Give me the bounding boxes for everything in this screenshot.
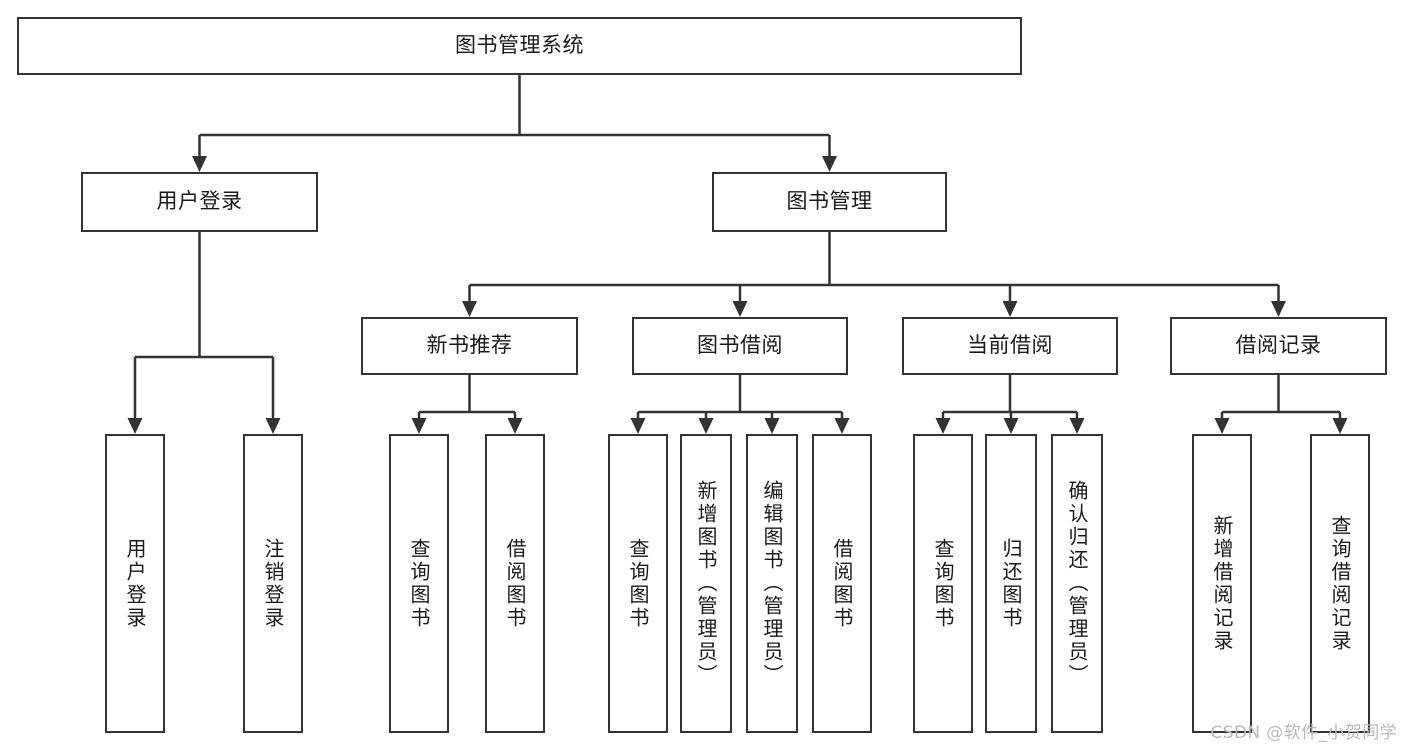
- arrowhead: [698, 418, 714, 434]
- arrowhead: [764, 418, 780, 434]
- node-label: 确认归还（管理员）: [1065, 480, 1089, 687]
- node-leaf-return-book[interactable]: 归还图书: [985, 434, 1037, 733]
- node-leaf-add-record[interactable]: 新增借阅记录: [1192, 434, 1252, 733]
- node-label: 查询借阅记录: [1328, 514, 1352, 653]
- node-borrow-record[interactable]: 借阅记录: [1170, 317, 1387, 375]
- arrowhead: [192, 156, 207, 172]
- node-leaf-query-record[interactable]: 查询借阅记录: [1310, 434, 1370, 733]
- connector-group-book-manage: [462, 232, 1286, 317]
- node-label: 查询图书: [931, 537, 955, 630]
- node-leaf-borrow-book-2[interactable]: 借阅图书: [812, 434, 872, 733]
- node-leaf-borrow-book-1[interactable]: 借阅图书: [485, 434, 545, 733]
- node-label: 查询图书: [626, 537, 650, 630]
- node-label: 当前借阅: [967, 333, 1053, 358]
- node-leaf-logout[interactable]: 注销登录: [243, 434, 303, 733]
- node-label: 编辑图书（管理员）: [760, 480, 784, 687]
- connector-group-new-book-rec: [411, 375, 523, 434]
- arrowhead: [507, 418, 523, 434]
- arrowhead: [834, 418, 850, 434]
- arrowhead: [732, 301, 748, 317]
- node-label: 图书管理系统: [455, 33, 584, 58]
- node-book-borrow[interactable]: 图书借阅: [632, 317, 848, 375]
- node-user-login[interactable]: 用户登录: [81, 172, 318, 232]
- connector-group-borrow-record: [1214, 375, 1348, 434]
- node-label: 借阅记录: [1235, 333, 1322, 358]
- node-label: 查询图书: [407, 537, 431, 630]
- node-label: 借阅图书: [503, 537, 527, 630]
- node-label: 新增借阅记录: [1210, 514, 1234, 653]
- arrowhead: [1332, 418, 1348, 434]
- node-label: 注销登录: [261, 537, 285, 630]
- node-label: 图书借阅: [697, 333, 783, 358]
- arrowhead: [935, 418, 951, 434]
- arrowhead: [1002, 301, 1018, 317]
- arrowhead: [1214, 418, 1230, 434]
- arrowhead: [630, 418, 646, 434]
- node-current-borrow[interactable]: 当前借阅: [902, 317, 1118, 375]
- watermark: CSDN @软件_小贺同学: [1210, 723, 1397, 743]
- connector-group-root: [192, 75, 837, 172]
- node-label: 用户登录: [156, 189, 243, 214]
- node-leaf-add-book[interactable]: 新增图书（管理员）: [680, 434, 732, 733]
- node-leaf-user-login[interactable]: 用户登录: [105, 434, 165, 733]
- arrowhead: [127, 418, 143, 434]
- node-label: 新增图书（管理员）: [694, 480, 718, 687]
- node-leaf-confirm-return[interactable]: 确认归还（管理员）: [1051, 434, 1103, 733]
- node-leaf-query-book-1[interactable]: 查询图书: [389, 434, 449, 733]
- connector-group-book-borrow: [630, 375, 850, 434]
- node-book-manage[interactable]: 图书管理: [712, 172, 947, 232]
- connector-group-current-borrow: [935, 375, 1085, 434]
- arrowhead: [822, 156, 837, 172]
- node-new-book-rec[interactable]: 新书推荐: [361, 317, 578, 375]
- arrowhead: [1069, 418, 1085, 434]
- node-leaf-query-book-3[interactable]: 查询图书: [913, 434, 973, 733]
- node-label: 归还图书: [999, 537, 1023, 630]
- arrowhead: [1271, 301, 1286, 317]
- connector-group-user-login: [127, 232, 281, 434]
- arrowhead: [462, 301, 477, 317]
- node-label: 图书管理: [786, 189, 873, 214]
- node-label: 借阅图书: [830, 537, 854, 630]
- node-label: 新书推荐: [426, 333, 513, 358]
- node-root[interactable]: 图书管理系统: [17, 17, 1022, 75]
- node-label: 用户登录: [123, 537, 147, 630]
- node-leaf-edit-book[interactable]: 编辑图书（管理员）: [746, 434, 798, 733]
- arrowhead: [411, 418, 427, 434]
- arrowhead: [265, 418, 281, 434]
- node-leaf-query-book-2[interactable]: 查询图书: [608, 434, 668, 733]
- arrowhead: [1003, 418, 1019, 434]
